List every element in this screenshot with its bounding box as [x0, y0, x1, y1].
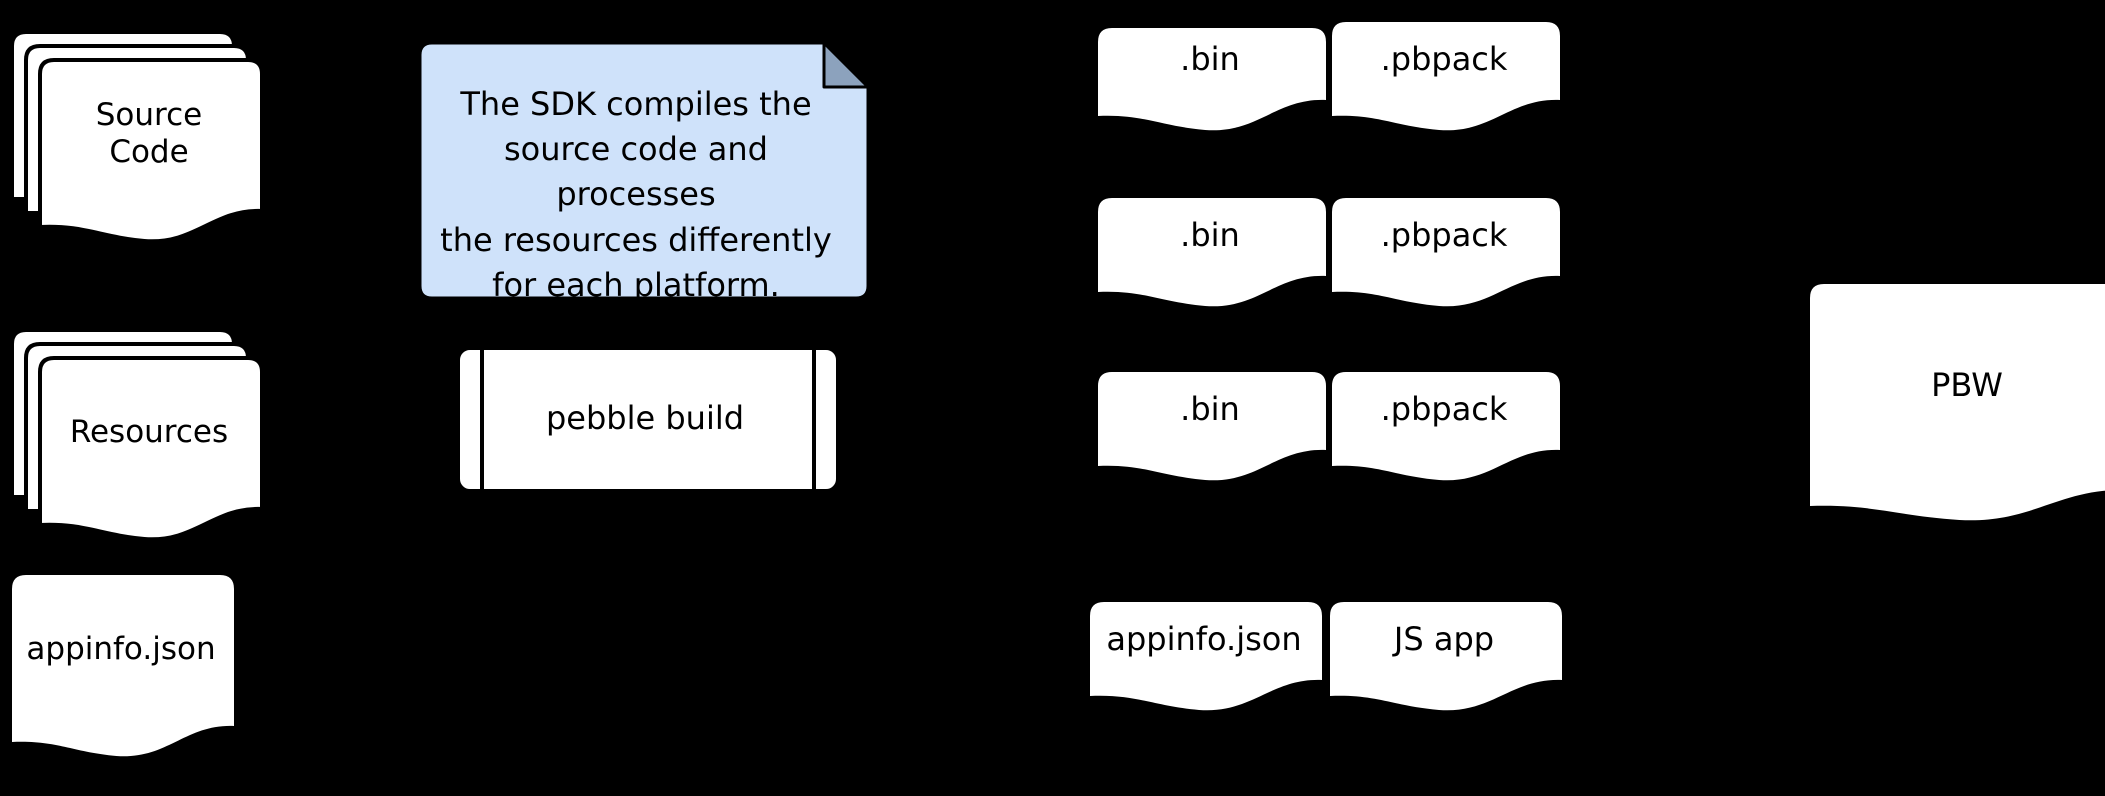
- document-pbw[interactable]: PBW: [1808, 282, 2105, 522]
- document-resources[interactable]: Resources: [10, 328, 264, 542]
- document-pbpack-3[interactable]: .pbpack: [1330, 370, 1560, 482]
- process-pebble-build[interactable]: pebble build: [455, 345, 840, 493]
- document-pbpack-2[interactable]: .pbpack: [1330, 196, 1560, 308]
- process-label: pebble build: [545, 399, 745, 438]
- document-bin-2[interactable]: .bin: [1096, 196, 1326, 308]
- note-text: The SDK compiles the source code and pro…: [440, 84, 832, 305]
- document-pbpack-1[interactable]: .pbpack: [1330, 20, 1560, 132]
- document-bin-1[interactable]: .bin: [1096, 20, 1326, 132]
- document-appinfo-json-input[interactable]: appinfo.json: [10, 573, 234, 758]
- document-js-app[interactable]: JS app: [1328, 600, 1562, 712]
- document-bin-3[interactable]: .bin: [1096, 370, 1326, 482]
- document-appinfo-json-output[interactable]: appinfo.json: [1088, 600, 1322, 712]
- document-source-code[interactable]: Source Code: [10, 30, 264, 244]
- note-sdk-explanation[interactable]: The SDK compiles the source code and pro…: [418, 41, 870, 304]
